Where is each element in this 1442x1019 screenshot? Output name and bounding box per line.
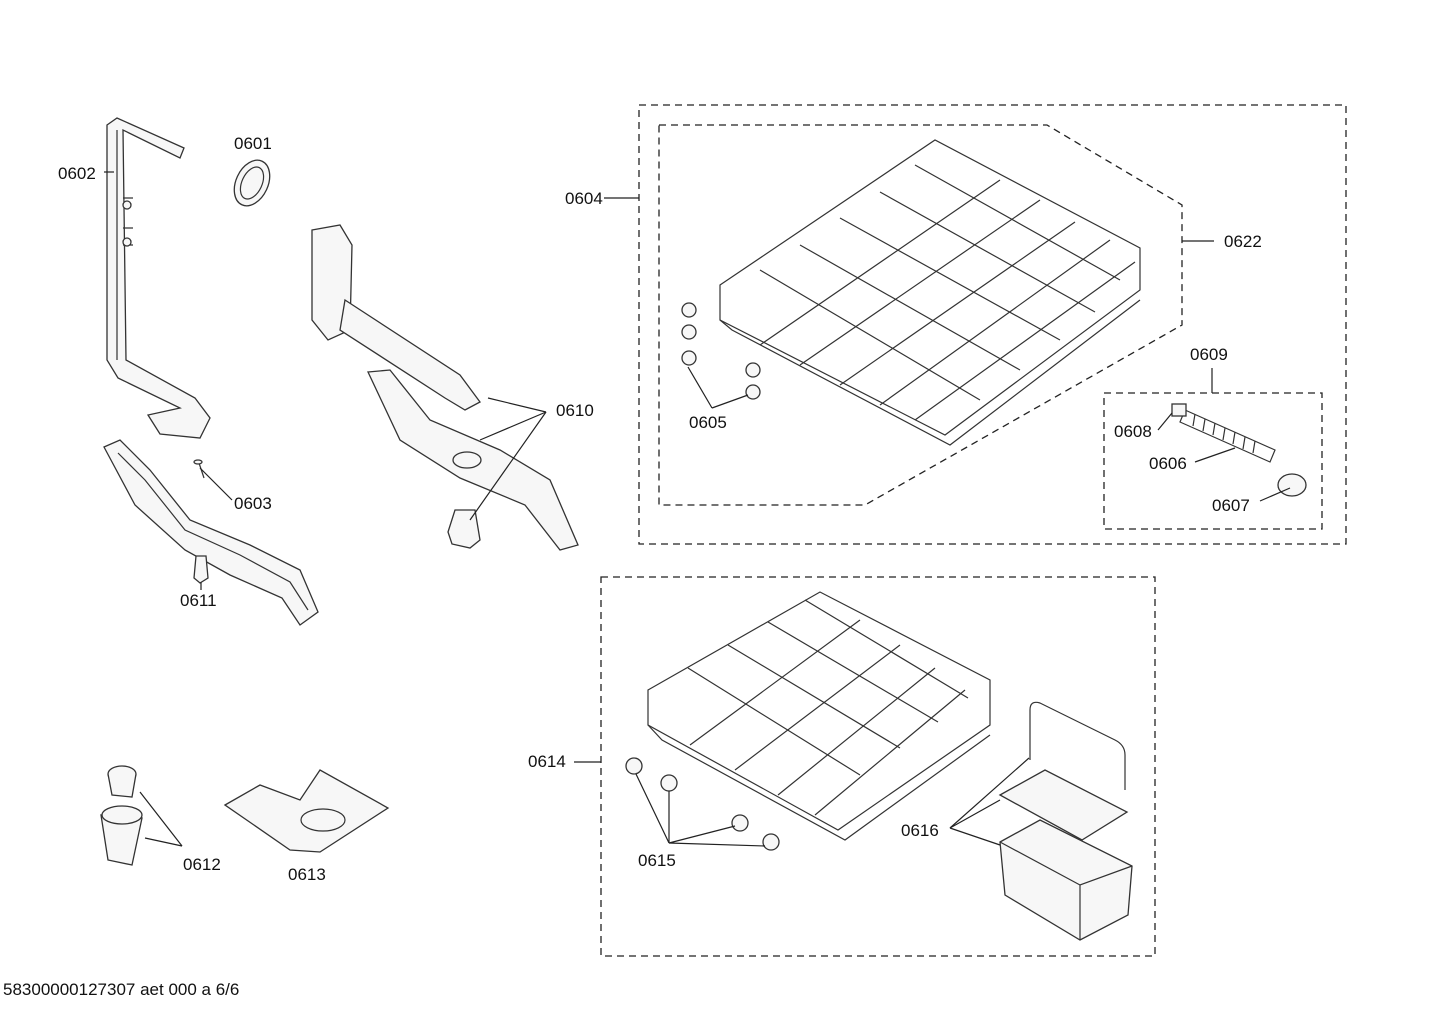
lower-rack-rollers-part — [625, 757, 780, 851]
upper-spray-arm-part — [311, 224, 579, 551]
label-0614: 0614 — [528, 752, 566, 771]
label-0601: 0601 — [234, 134, 272, 153]
lower-rack-group-box — [600, 576, 1156, 957]
label-0615: 0615 — [638, 851, 676, 870]
upper-rack-group-box — [638, 104, 1347, 545]
cup-shelf-part — [1179, 409, 1276, 463]
filter-set-part — [100, 765, 143, 866]
label-0612: 0612 — [183, 855, 221, 874]
upper-rack-rollers-part — [681, 302, 761, 400]
lower-spray-arm-part — [103, 439, 319, 626]
label-0616: 0616 — [901, 821, 939, 840]
cup-shelf-group-box — [1103, 392, 1323, 530]
label-0608: 0608 — [1114, 422, 1152, 441]
lower-basket-part — [647, 591, 991, 841]
cup-shelf-clip-part — [1171, 403, 1187, 417]
screw-part — [193, 459, 205, 479]
filter-cap-part — [233, 159, 271, 207]
label-0622: 0622 — [1224, 232, 1262, 251]
upper-basket-group-box — [658, 124, 1183, 506]
label-0613: 0613 — [288, 865, 326, 884]
label-0605: 0605 — [689, 413, 727, 432]
document-reference: 58300000127307 aet 000 a 6/6 — [3, 980, 240, 999]
label-0602: 0602 — [58, 164, 96, 183]
label-0603: 0603 — [234, 494, 272, 513]
label-0606: 0606 — [1149, 454, 1187, 473]
flat-filter-part — [223, 769, 390, 853]
label-0607: 0607 — [1212, 496, 1250, 515]
label-0611: 0611 — [180, 591, 217, 610]
cutlery-basket-part — [998, 701, 1133, 941]
cup-shelf-holder-part — [1277, 473, 1307, 497]
spray-pipe-part — [106, 117, 211, 439]
label-0610: 0610 — [556, 401, 594, 420]
label-0604: 0604 — [565, 189, 603, 208]
leader-lines — [104, 171, 1291, 847]
label-0609: 0609 — [1190, 345, 1228, 364]
upper-basket-part — [719, 139, 1141, 446]
